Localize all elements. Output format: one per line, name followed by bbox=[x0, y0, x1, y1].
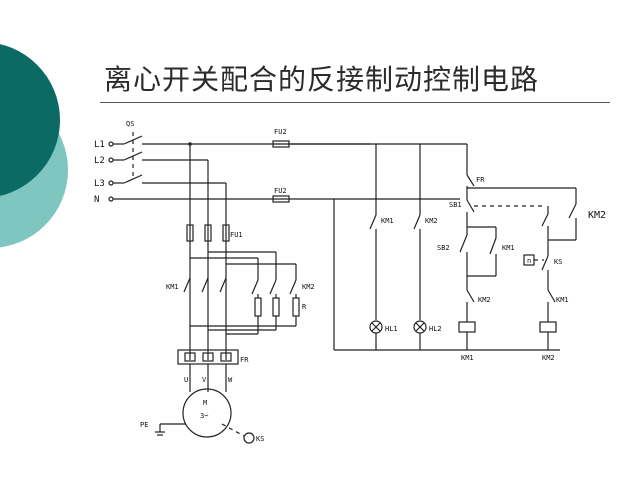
label-km2-main: KM2 bbox=[302, 283, 315, 291]
label-n: N bbox=[94, 195, 99, 205]
title-rule bbox=[100, 102, 610, 103]
label-km1-aux: KM1 bbox=[502, 244, 515, 252]
control-circuit: KM1 KM2 HL1 HL2 FR SB1 bbox=[289, 143, 606, 362]
label-r: R bbox=[302, 303, 307, 311]
decor-circle-dark bbox=[0, 44, 60, 196]
label-l3: L3 bbox=[94, 179, 105, 189]
label-km2-coil: KM2 bbox=[542, 354, 555, 362]
label-ks-motor: KS bbox=[256, 435, 264, 443]
label-sb1: SB1 bbox=[449, 201, 462, 209]
motor bbox=[182, 388, 232, 438]
label-qs: QS bbox=[126, 120, 134, 128]
label-fu2-top: FU2 bbox=[274, 128, 287, 136]
label-motor-3: 3~ bbox=[200, 412, 208, 420]
label-n-box: n bbox=[527, 257, 531, 265]
label-u: U bbox=[184, 376, 188, 384]
power-lines: L1 L2 L3 N QS FU2 F bbox=[94, 120, 460, 444]
label-fr-ctrl: FR bbox=[476, 176, 485, 184]
label-w: W bbox=[228, 376, 233, 384]
label-ks-ctrl: KS bbox=[554, 258, 562, 266]
label-l1: L1 bbox=[94, 140, 105, 150]
label-km1-coil: KM1 bbox=[461, 354, 474, 362]
label-km2-inter: KM2 bbox=[478, 296, 491, 304]
label-motor-m: M bbox=[203, 399, 207, 407]
label-km1-main: KM1 bbox=[166, 283, 179, 291]
slide-title: 离心开关配合的反接制动控制电路 bbox=[104, 63, 540, 96]
label-v: V bbox=[202, 376, 207, 384]
label-hl2: HL2 bbox=[429, 325, 442, 333]
label-fr-main: FR bbox=[240, 356, 249, 364]
label-km1-inter: KM1 bbox=[556, 296, 569, 304]
label-fu1: FU1 bbox=[230, 231, 243, 239]
label-km2-aux-right: KM2 bbox=[588, 210, 606, 221]
label-sb2: SB2 bbox=[437, 244, 450, 252]
label-l2: L2 bbox=[94, 156, 105, 166]
label-pe: PE bbox=[140, 421, 148, 429]
label-hl1: HL1 bbox=[385, 325, 398, 333]
label-fu2-mid: FU2 bbox=[274, 187, 287, 195]
label-km2-hl: KM2 bbox=[425, 217, 438, 225]
label-km1-hl: KM1 bbox=[381, 217, 394, 225]
